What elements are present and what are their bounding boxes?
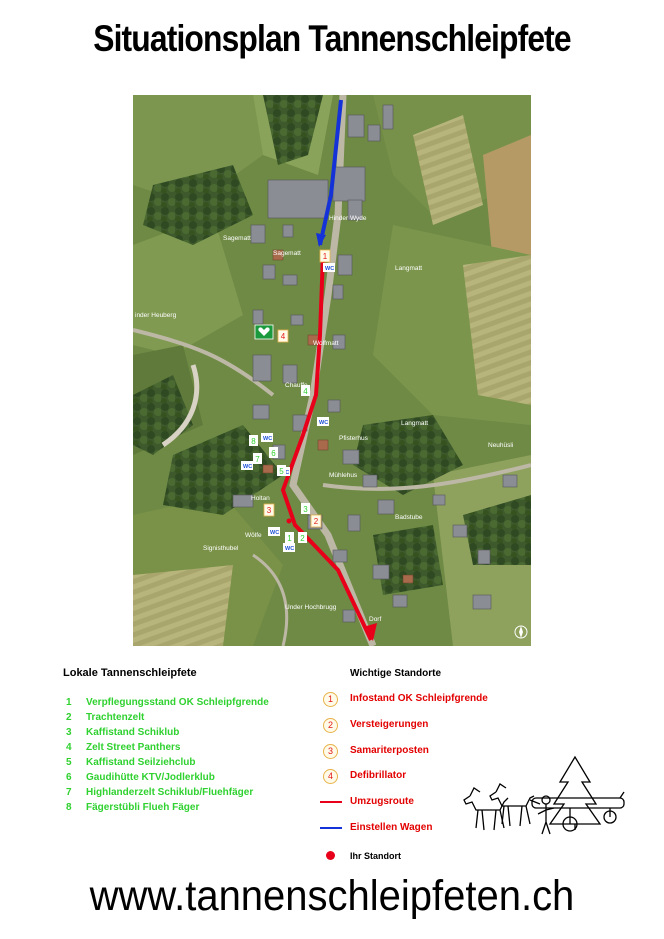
svg-text:4: 4: [303, 387, 308, 396]
place-label: Wölfe: [245, 532, 262, 539]
map-marker-red[interactable]: 1: [319, 249, 331, 263]
svg-text:1: 1: [287, 534, 292, 543]
info-marker-icon: 1: [323, 692, 338, 707]
page-title: Situationsplan Tannenschleipfete: [93, 18, 571, 59]
map-marker-green[interactable]: 5: [277, 465, 286, 476]
wc-icon: WC: [317, 417, 329, 426]
svg-text:2: 2: [300, 534, 305, 543]
svg-text:7: 7: [255, 455, 260, 464]
place-label: Mühlehus: [329, 472, 358, 479]
svg-text:WC: WC: [325, 266, 334, 272]
legend-standort-label: Samariterposten: [350, 745, 429, 756]
place-label: Hinder Wyde: [329, 215, 367, 222]
place-label: Sagematt: [273, 250, 301, 257]
svg-text:2: 2: [314, 517, 319, 526]
wc-icon: WC: [323, 263, 335, 272]
place-label: Sagematt: [223, 235, 251, 242]
auction-marker-icon: 2: [323, 718, 338, 733]
place-label: Wolfmatt: [313, 340, 339, 347]
map-marker-green[interactable]: 2: [298, 532, 307, 543]
map-marker-green[interactable]: 3: [301, 503, 310, 514]
place-label: Pfisterhus: [339, 435, 369, 442]
place-label: Under Hochbrugg: [285, 604, 337, 611]
svg-text:4: 4: [281, 332, 286, 341]
legend-standort-label: Ihr Standort: [350, 851, 401, 861]
map-marker-green[interactable]: 7: [253, 453, 262, 464]
place-label: Langmatt: [401, 420, 428, 427]
map-marker-red[interactable]: 3: [263, 503, 275, 517]
first-aid-marker-icon: 3: [323, 744, 338, 759]
place-label: inder Heuberg: [135, 312, 177, 319]
wc-icon: WC: [261, 433, 273, 442]
svg-text:WC: WC: [270, 530, 279, 536]
wc-icon: WC: [283, 543, 295, 552]
defibrillator-marker-icon: 4: [323, 769, 338, 784]
svg-text:8: 8: [251, 437, 256, 446]
website-url[interactable]: www.tannenschleipfeten.ch: [89, 872, 575, 920]
location-dot-icon: [326, 851, 335, 860]
place-label: Chauffe: [285, 382, 308, 389]
svg-text:1: 1: [323, 252, 328, 261]
legend-standort-label: Einstellen Wagen: [350, 822, 433, 833]
wc-icon: WC: [241, 461, 253, 470]
place-label: Dorf: [369, 616, 381, 623]
aerial-map[interactable]: Hinder Wyde Sagematt Sagematt Langmatt L…: [133, 95, 531, 646]
current-location-dot: [286, 518, 292, 524]
map-marker-green[interactable]: 8: [249, 435, 258, 446]
svg-text:WC: WC: [243, 464, 252, 470]
defibrillator-sign-icon: [254, 324, 274, 340]
legend-standort-label: Infostand OK Schleipfgrende: [350, 693, 488, 704]
legend-standort-label: Versteigerungen: [350, 719, 429, 730]
svg-text:WC: WC: [285, 546, 294, 552]
legend-standort-label: Umzugsroute: [350, 796, 414, 807]
map-marker-green[interactable]: 1: [285, 532, 294, 543]
svg-text:WC: WC: [263, 436, 272, 442]
svg-text:5: 5: [279, 467, 284, 476]
parade-route-line-icon: [320, 801, 342, 803]
place-label: Badstube: [395, 514, 423, 521]
place-label: Signisthubel: [203, 545, 239, 552]
legend-local-title: Lokale Tannenschleipfete: [63, 667, 197, 679]
place-label: Holtan: [251, 495, 270, 502]
svg-text:6: 6: [271, 449, 276, 458]
legend-standort-label: Defibrillator: [350, 770, 407, 781]
map-marker-red[interactable]: 2: [310, 514, 322, 528]
svg-text:WC: WC: [319, 420, 328, 426]
wc-icon: WC: [268, 527, 280, 536]
svg-text:3: 3: [267, 506, 272, 515]
map-marker-red[interactable]: 4: [277, 329, 289, 343]
compass-icon[interactable]: [514, 625, 528, 639]
horse-wagon-illustration: [463, 755, 625, 835]
place-label: Langmatt: [395, 265, 422, 272]
place-label: Neuhüsli: [488, 442, 513, 449]
svg-text:3: 3: [303, 505, 308, 514]
map-marker-green[interactable]: 6: [269, 447, 278, 458]
map-marker-green[interactable]: 4: [301, 385, 310, 396]
wagon-route-line-icon: [320, 827, 342, 829]
legend-standorte-title: Wichtige Standorte: [350, 668, 442, 679]
